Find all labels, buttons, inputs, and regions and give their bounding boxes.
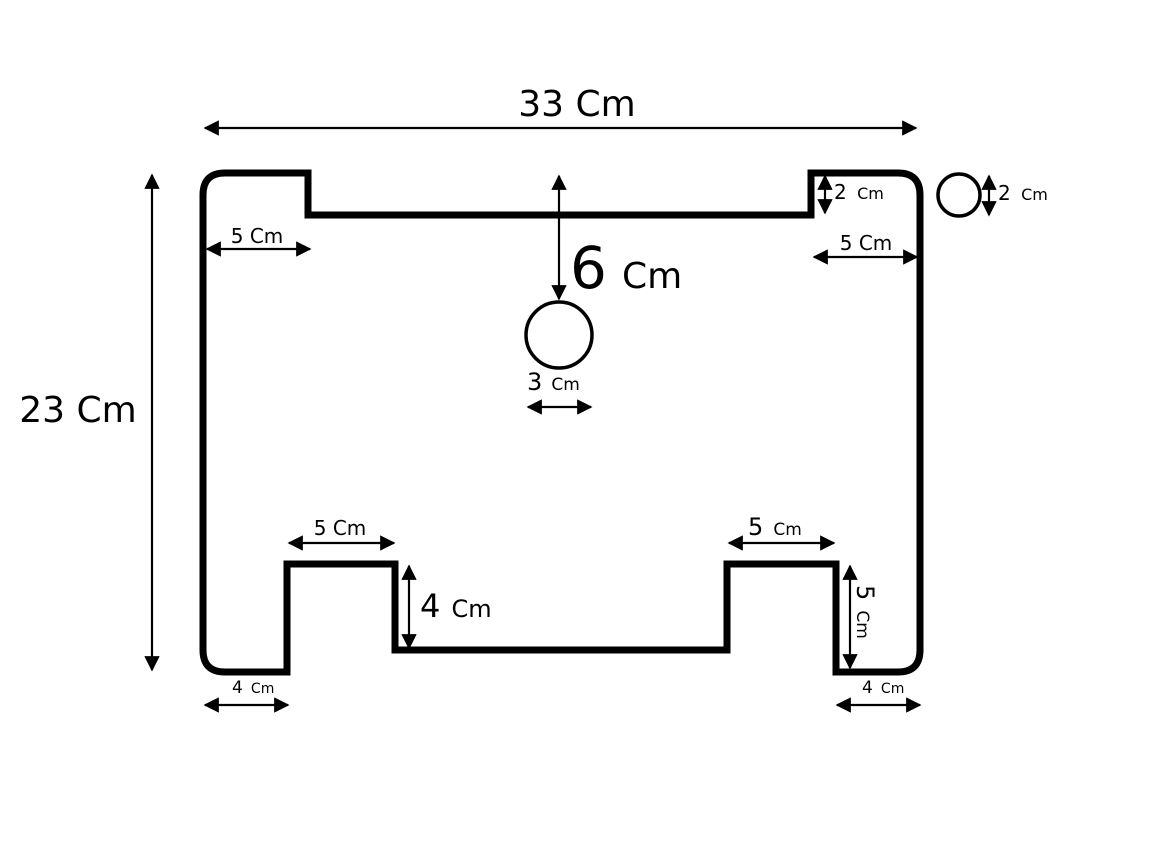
cutout-depth-label: 4 Cm (420, 587, 492, 625)
cutout-depth-unit: Cm (451, 595, 491, 623)
bottom-right-tab-label: 5 Cm (748, 513, 802, 541)
top-notch-depth-unit: Cm (857, 184, 884, 203)
small-hole-label: 2 Cm (998, 181, 1048, 205)
hole-diameter-value: 3 (527, 368, 542, 396)
bottom-right-tab-unit: Cm (773, 520, 801, 540)
small-hole-reference (936, 172, 982, 218)
hole-offset-unit: Cm (622, 256, 682, 297)
small-hole-unit: Cm (1021, 185, 1048, 204)
part-outline (199, 169, 924, 676)
bottom-right-leg-value: 4 (862, 678, 873, 698)
top-notch-depth-value: 2 (834, 180, 847, 204)
center-hole (524, 300, 594, 370)
bottom-left-leg-value: 4 (232, 678, 243, 698)
hole-offset-label: 6 Cm (570, 234, 682, 302)
right-leg-height-value: 5 (851, 585, 879, 600)
bottom-right-leg-label: 4 Cm (862, 678, 904, 698)
hole-diameter-unit: Cm (551, 375, 579, 395)
bottom-right-tab-value: 5 (748, 513, 763, 541)
bottom-left-leg-label: 4 Cm (232, 678, 274, 698)
hole-diameter-label: 3 Cm (527, 368, 580, 396)
small-hole-value: 2 (998, 181, 1011, 205)
hole-offset-value: 6 (570, 234, 607, 302)
overall-width-label: 33 Cm (518, 84, 635, 125)
top-notch-depth-label: 2 Cm (834, 180, 884, 204)
cutout-depth-value: 4 (420, 587, 440, 625)
top-left-notch-label: 5 Cm (231, 224, 284, 248)
bottom-left-leg-unit: Cm (251, 681, 274, 697)
right-leg-height-unit: Cm (852, 610, 872, 638)
right-leg-height-label: 5 Cm (851, 585, 879, 639)
bottom-left-tab-label: 5 Cm (314, 516, 367, 540)
bottom-right-leg-unit: Cm (881, 681, 904, 697)
overall-height-label: 23 Cm (19, 390, 136, 431)
top-right-notch-label: 5 Cm (840, 231, 893, 255)
